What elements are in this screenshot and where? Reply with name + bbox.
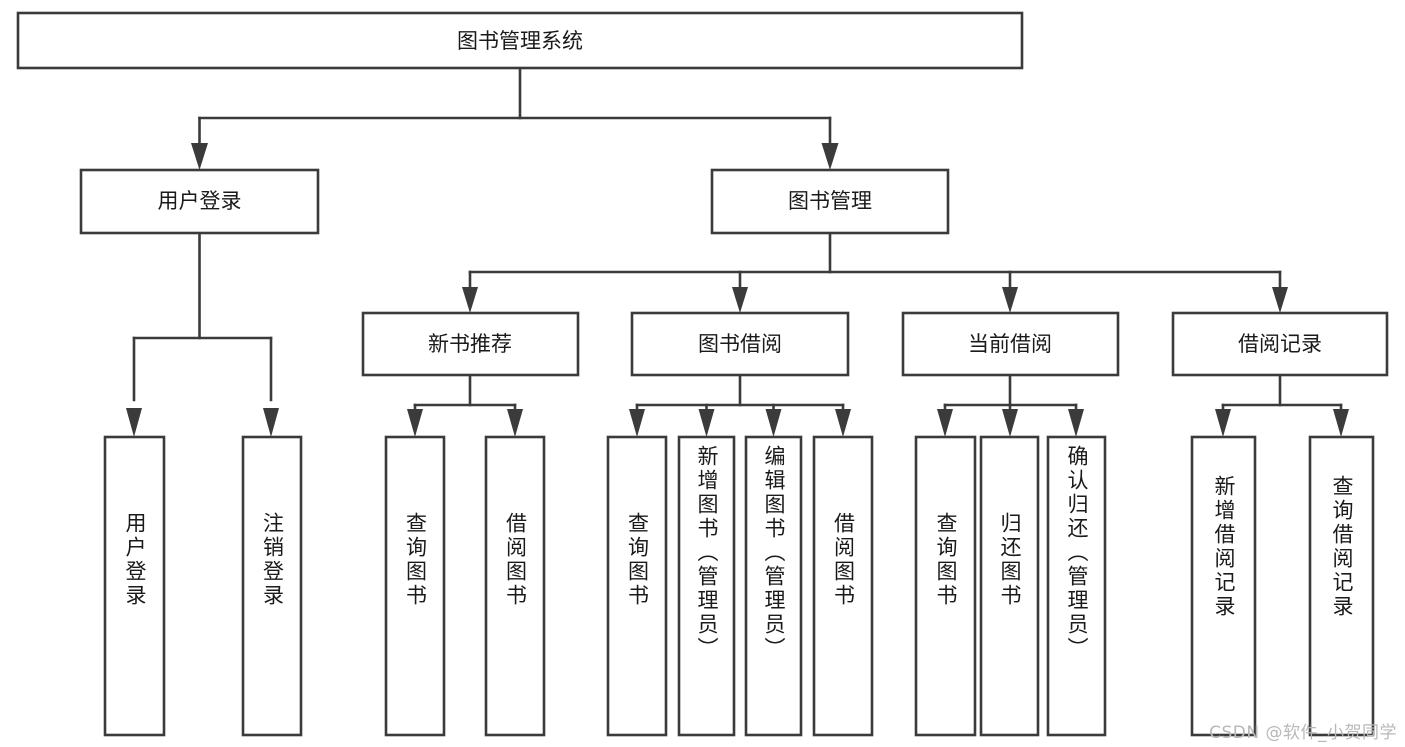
node-leaf-query-book-1-box[interactable]: [384, 435, 446, 737]
connector-group-root: [191, 66, 839, 170]
node-leaf-confirm-return-box[interactable]: [1046, 435, 1107, 737]
node-user-login[interactable]: 用户登录: [79, 168, 320, 235]
arrow-head-new-book-recommend: [462, 287, 478, 313]
node-leaf-add-record-box[interactable]: [1190, 435, 1257, 737]
node-book-borrow-label: 图书借阅: [698, 332, 782, 356]
node-leaf-return-book-box[interactable]: [979, 435, 1040, 737]
arrow-head-leaf-query-book-3: [937, 409, 953, 437]
arrow-head-leaf-user-login: [126, 408, 142, 437]
node-user-login-label: 用户登录: [158, 189, 242, 213]
arrow-head-leaf-add-record: [1215, 409, 1231, 437]
node-leaf-query-record-box[interactable]: [1308, 435, 1375, 737]
connector-group-borrow-record: [1215, 373, 1349, 437]
arrow-head-leaf-query-book-1: [407, 409, 423, 437]
arrow-head-leaf-return-book: [1002, 409, 1018, 437]
arrow-head-book-borrow: [732, 287, 748, 313]
node-root-box[interactable]: [16, 11, 1024, 70]
arrow-head-user-login: [191, 143, 208, 170]
node-new-book-recommend-label: 新书推荐: [428, 332, 512, 356]
csdn-watermark: CSDN @软件_小贺同学: [1209, 723, 1397, 743]
node-root-label: 图书管理系统: [457, 29, 583, 53]
arrow-head-leaf-query-book-2: [629, 409, 645, 437]
arrow-head-leaf-query-record: [1333, 409, 1349, 437]
node-leaf-user-login-box[interactable]: [103, 435, 166, 737]
connector-group-new-book-recommend: [407, 373, 523, 437]
arrow-head-leaf-borrow-book-2: [835, 409, 851, 437]
connector-group-book-management: [462, 231, 1288, 313]
arrow-head-book-management: [821, 143, 839, 170]
node-book-borrow-box[interactable]: [630, 311, 850, 377]
node-current-borrow-box[interactable]: [901, 311, 1120, 377]
node-leaf-query-book-2-box[interactable]: [606, 435, 668, 737]
node-leaf-query-book-3-box[interactable]: [914, 435, 977, 737]
node-book-management-box[interactable]: [710, 168, 950, 235]
node-new-book-recommend-box[interactable]: [361, 311, 580, 377]
arrow-head-leaf-add-book: [698, 409, 715, 437]
connector-group-user-login: [126, 231, 279, 437]
node-leaf-borrow-book-1-box[interactable]: [484, 435, 546, 737]
node-root[interactable]: 图书管理系统: [16, 11, 1024, 70]
arrow-head-leaf-borrow-book-1: [507, 409, 523, 437]
node-leaf-borrow-book-2-box[interactable]: [812, 435, 874, 737]
node-leaf-add-book-box[interactable]: [677, 435, 736, 737]
node-leaf-edit-book-box[interactable]: [744, 435, 803, 737]
arrow-head-leaf-logout: [263, 408, 279, 437]
node-borrow-record-box[interactable]: [1171, 311, 1389, 377]
arrow-head-leaf-edit-book: [765, 409, 782, 437]
node-new-book-recommend[interactable]: 新书推荐: [361, 311, 580, 377]
node-current-borrow[interactable]: 当前借阅: [901, 311, 1120, 377]
arrow-head-leaf-confirm-return: [1068, 409, 1084, 437]
node-borrow-record-label: 借阅记录: [1238, 332, 1322, 356]
node-book-management[interactable]: 图书管理: [710, 168, 950, 235]
connector-group-current-borrow: [937, 373, 1084, 437]
node-current-borrow-label: 当前借阅: [968, 332, 1052, 356]
node-leaf-logout-box[interactable]: [241, 435, 303, 737]
arrow-head-borrow-record: [1272, 287, 1288, 313]
node-user-login-box[interactable]: [79, 168, 320, 235]
connector-group-book-borrow: [629, 373, 851, 437]
arrow-head-current-borrow: [1002, 287, 1018, 313]
node-book-management-label: 图书管理: [788, 189, 872, 213]
node-book-borrow[interactable]: 图书借阅: [630, 311, 850, 377]
node-borrow-record[interactable]: 借阅记录: [1171, 311, 1389, 377]
